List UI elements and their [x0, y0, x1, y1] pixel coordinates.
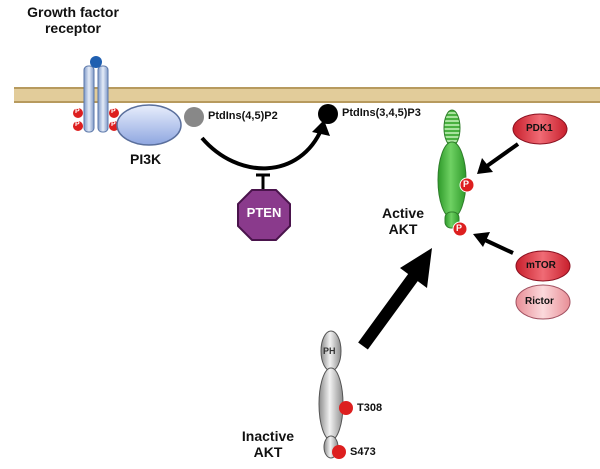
pdk1-arrowhead [477, 158, 493, 174]
mtor-arrow-line [484, 238, 514, 255]
mtor-label: mTOR [526, 260, 556, 271]
active-akt-label-line1: Active [381, 205, 425, 221]
membrane [14, 87, 600, 103]
pdk1-label: PDK1 [526, 123, 553, 134]
pten-octagon [237, 189, 291, 241]
ph-domain-label: PH [323, 346, 336, 356]
t308-label: T308 [357, 402, 383, 414]
pip3-label: PtdIns(3,4,5)P3 [342, 107, 421, 119]
pi3k-label: PI3K [130, 151, 162, 167]
receptor-label-line2: receptor [44, 20, 102, 37]
activation-arrow-line [358, 268, 422, 350]
activation-arrowhead [400, 248, 432, 288]
phospho-s473-marker-label: P [456, 223, 463, 233]
mtor-arrowhead [473, 232, 490, 247]
mtor-kinase [515, 250, 571, 282]
inactive-akt-label-line2: AKT [253, 444, 283, 461]
inactive-akt-label-line1: Inactive [241, 428, 295, 444]
pi3k-enzyme [116, 104, 182, 146]
rictor-protein [515, 284, 571, 320]
receptor-phospho-label-1: P [75, 108, 80, 115]
conversion-arrow [200, 127, 324, 171]
pdk1-kinase [512, 113, 568, 145]
active-akt-label: Active AKT [376, 205, 430, 237]
pten-label: PTEN [246, 205, 282, 220]
phospho-t308-marker-label: P [463, 179, 470, 189]
growth-factor-receptor [73, 56, 119, 133]
receptor-phospho-label-3: P [111, 108, 116, 115]
pip2-label: PtdIns(4,5)P2 [208, 110, 278, 122]
inactive-akt-label: Inactive AKT [236, 428, 300, 460]
receptor-phospho-label-4: P [111, 121, 116, 128]
receptor-label: Growth factor receptor [18, 4, 128, 36]
pip3-lipid [318, 104, 338, 124]
pip2-lipid [184, 107, 204, 127]
inactive-akt-protein [318, 330, 353, 459]
rictor-label: Rictor [525, 296, 554, 307]
receptor-phospho-label-2: P [75, 121, 80, 128]
pdk1-arrow-line [485, 142, 520, 168]
active-akt-label-line2: AKT [388, 221, 418, 238]
receptor-label-line1: Growth factor [27, 4, 119, 20]
conversion-arrowhead [312, 120, 330, 136]
s473-label: S473 [350, 446, 376, 458]
active-akt-protein [437, 109, 475, 237]
